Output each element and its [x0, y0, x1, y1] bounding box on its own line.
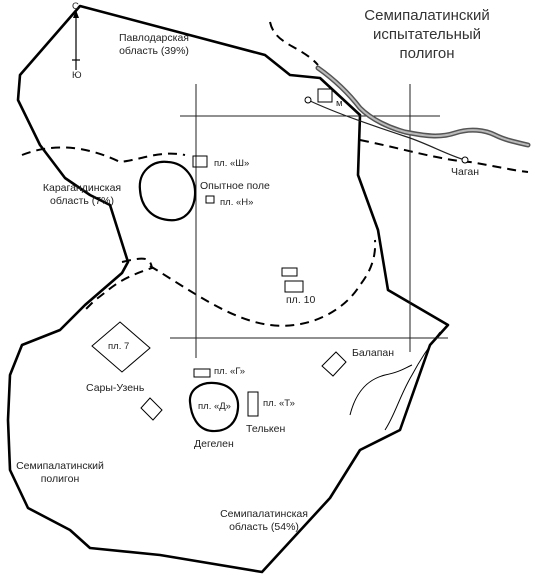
pl-7-label: пл. 7	[108, 341, 130, 352]
railway	[307, 99, 466, 161]
pl-d-label: пл. «Д»	[198, 401, 231, 412]
pl-t-rect	[247, 391, 259, 417]
polygon-label-line1: Семипалатинский	[16, 460, 104, 472]
pl-10-rect-a	[281, 267, 298, 277]
east-dashed-border	[359, 139, 529, 173]
karaganda-label-line1: Карагандинская	[42, 182, 122, 194]
pl-sh-label: пл. «Ш»	[214, 158, 250, 169]
degelen-circle	[188, 381, 240, 433]
pl-7-diamond	[91, 321, 151, 373]
opytnoe-pole-circle	[138, 160, 197, 222]
stream	[384, 331, 441, 431]
semipalatinsk-region-label-line1: Семипалатинская	[220, 508, 308, 520]
river-inner	[317, 67, 529, 146]
map-title-line1: Семипалатинский	[364, 7, 490, 24]
pavlodar-label: Павлодарская область (39%)	[104, 32, 204, 58]
sary-uzen-label: Сары-Узень	[86, 382, 145, 394]
pavlodar-semipalatinsk-border	[149, 239, 377, 327]
karaganda-label-line2: область (7%)	[50, 195, 114, 207]
pl-n-label: пл. «Н»	[220, 197, 254, 208]
map-title: Семипалатинский испытательный полигон	[327, 6, 527, 63]
m-rect	[317, 88, 333, 103]
m-label: м	[336, 98, 343, 109]
compass-south-label: Ю	[72, 70, 82, 81]
northeast-dashed-border	[269, 21, 319, 66]
polygon-label-line2: полигон	[40, 473, 80, 485]
semipalatinsk-region-label: Семипалатинская область (54%)	[214, 508, 314, 534]
stream-branch	[349, 364, 413, 416]
pl-n-rect	[205, 195, 215, 204]
map-title-line2: испытательный	[372, 26, 482, 43]
map-title-line3: полигон	[399, 45, 455, 62]
polygon-label: Семипалатинский полигон	[8, 460, 112, 486]
polygon-boundary	[6, 4, 450, 574]
degelen-label: Дегелен	[194, 438, 234, 450]
pavlodar-label-line2: область (39%)	[119, 45, 189, 57]
semipalatinsk-region-label-line2: область (54%)	[229, 521, 299, 533]
balapan-label: Балапан	[352, 347, 395, 359]
pl-t-label: пл. «Т»	[263, 398, 295, 409]
pl-sh-rect	[192, 155, 208, 168]
pl-g-label: пл. «Г»	[214, 366, 246, 377]
compass-north-label: С	[72, 1, 79, 12]
pl-g-rect	[193, 368, 211, 378]
karaganda-label: Карагандинская область (7%)	[32, 182, 132, 208]
balapan-rect	[321, 351, 347, 377]
telken-label: Телькен	[246, 423, 286, 435]
pavlodar-karaganda-border	[21, 146, 186, 164]
pl-10-label: пл. 10	[286, 294, 316, 306]
karaganda-semipalatinsk-border	[84, 257, 154, 311]
sary-uzen-rect	[140, 397, 163, 421]
kurchatov-point	[304, 96, 312, 104]
pavlodar-label-line1: Павлодарская	[119, 32, 189, 44]
opytnoe-pole-label: Опытное поле	[200, 180, 270, 192]
pl-10-rect-b	[284, 280, 304, 293]
compass-arrow-icon	[73, 10, 79, 18]
chagan-point	[461, 156, 469, 164]
chagan-label: Чаган	[451, 166, 480, 178]
